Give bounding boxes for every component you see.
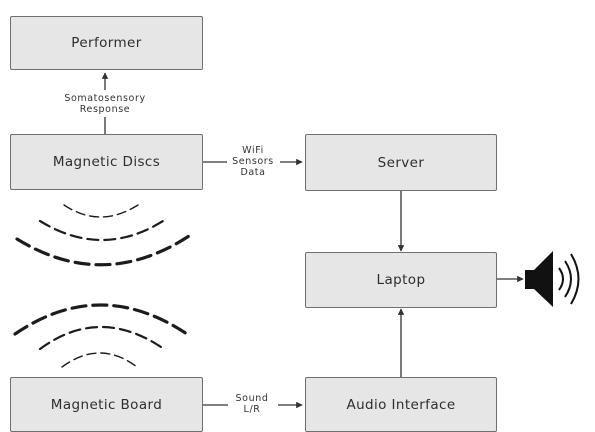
node-audio-interface-label: Audio Interface — [346, 396, 456, 413]
node-audio-interface: Audio Interface — [305, 377, 497, 432]
magnetic-field-waves-icon — [13, 204, 191, 368]
node-laptop-label: Laptop — [376, 272, 426, 288]
node-performer-label: Performer — [71, 35, 142, 51]
edge-label-sound: Sound L/R — [222, 393, 282, 415]
node-server-label: Server — [377, 154, 425, 171]
node-server: Server — [305, 134, 497, 191]
node-magnetic-discs: Magnetic Discs — [10, 134, 203, 190]
node-laptop: Laptop — [305, 252, 497, 308]
speaker-icon — [525, 251, 580, 307]
edge-label-wifi-line1: WiFi — [242, 145, 264, 156]
edge-label-somatosensory: Somatosensory Response — [45, 93, 165, 115]
edge-label-sound-line1: Sound — [235, 393, 269, 404]
edge-label-somatosensory-line1: Somatosensory — [64, 93, 146, 104]
node-magnetic-board: Magnetic Board — [10, 377, 203, 432]
edge-label-somatosensory-line2: Response — [79, 104, 131, 115]
node-performer: Performer — [10, 16, 203, 70]
edge-label-wifi-line3: Data — [240, 167, 266, 178]
edge-label-wifi: WiFi Sensors Data — [222, 145, 284, 178]
node-magnetic-discs-label: Magnetic Discs — [52, 154, 161, 170]
edge-label-sound-line2: L/R — [243, 404, 261, 415]
edge-label-wifi-line2: Sensors — [232, 156, 274, 167]
node-magnetic-board-label: Magnetic Board — [50, 396, 163, 413]
